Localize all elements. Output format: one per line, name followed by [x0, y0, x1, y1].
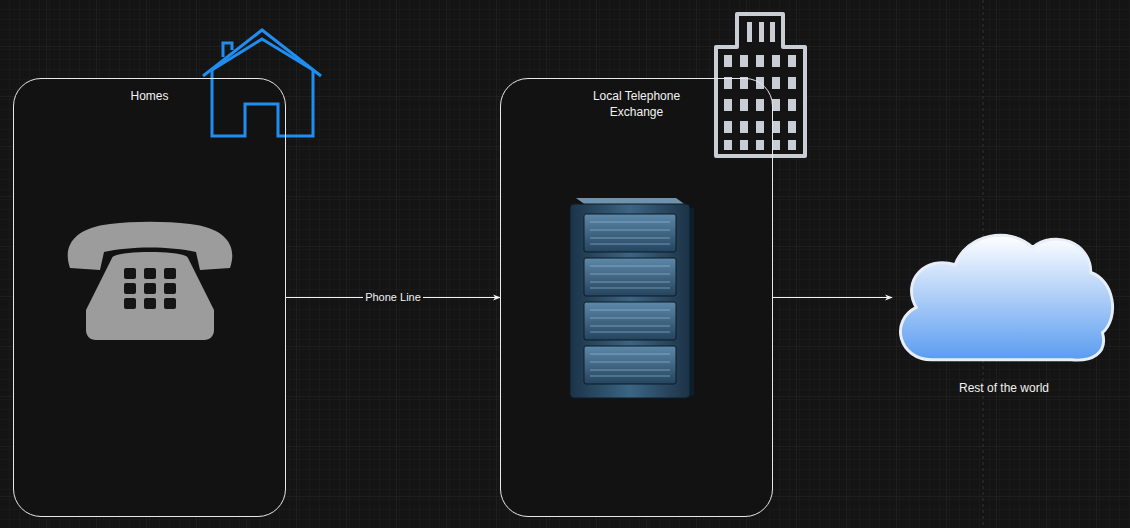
edge-label: Phone Line	[363, 291, 423, 304]
connector-arrow	[773, 297, 892, 298]
cloud-shape	[888, 222, 1120, 367]
server-rack-icon	[570, 198, 694, 398]
region-title: Homes	[75, 88, 225, 104]
cloud-label: Rest of the world	[894, 380, 1114, 396]
region-fill	[13, 78, 286, 517]
telephone-icon	[68, 222, 233, 340]
region-title: Local Telephone Exchange	[567, 88, 707, 120]
region-box: Homes	[13, 78, 286, 517]
house-icon	[203, 30, 321, 136]
building-icon	[716, 14, 805, 156]
region-box: Local Telephone Exchange	[500, 78, 773, 517]
cloud-node: Rest of the world	[888, 222, 1120, 406]
